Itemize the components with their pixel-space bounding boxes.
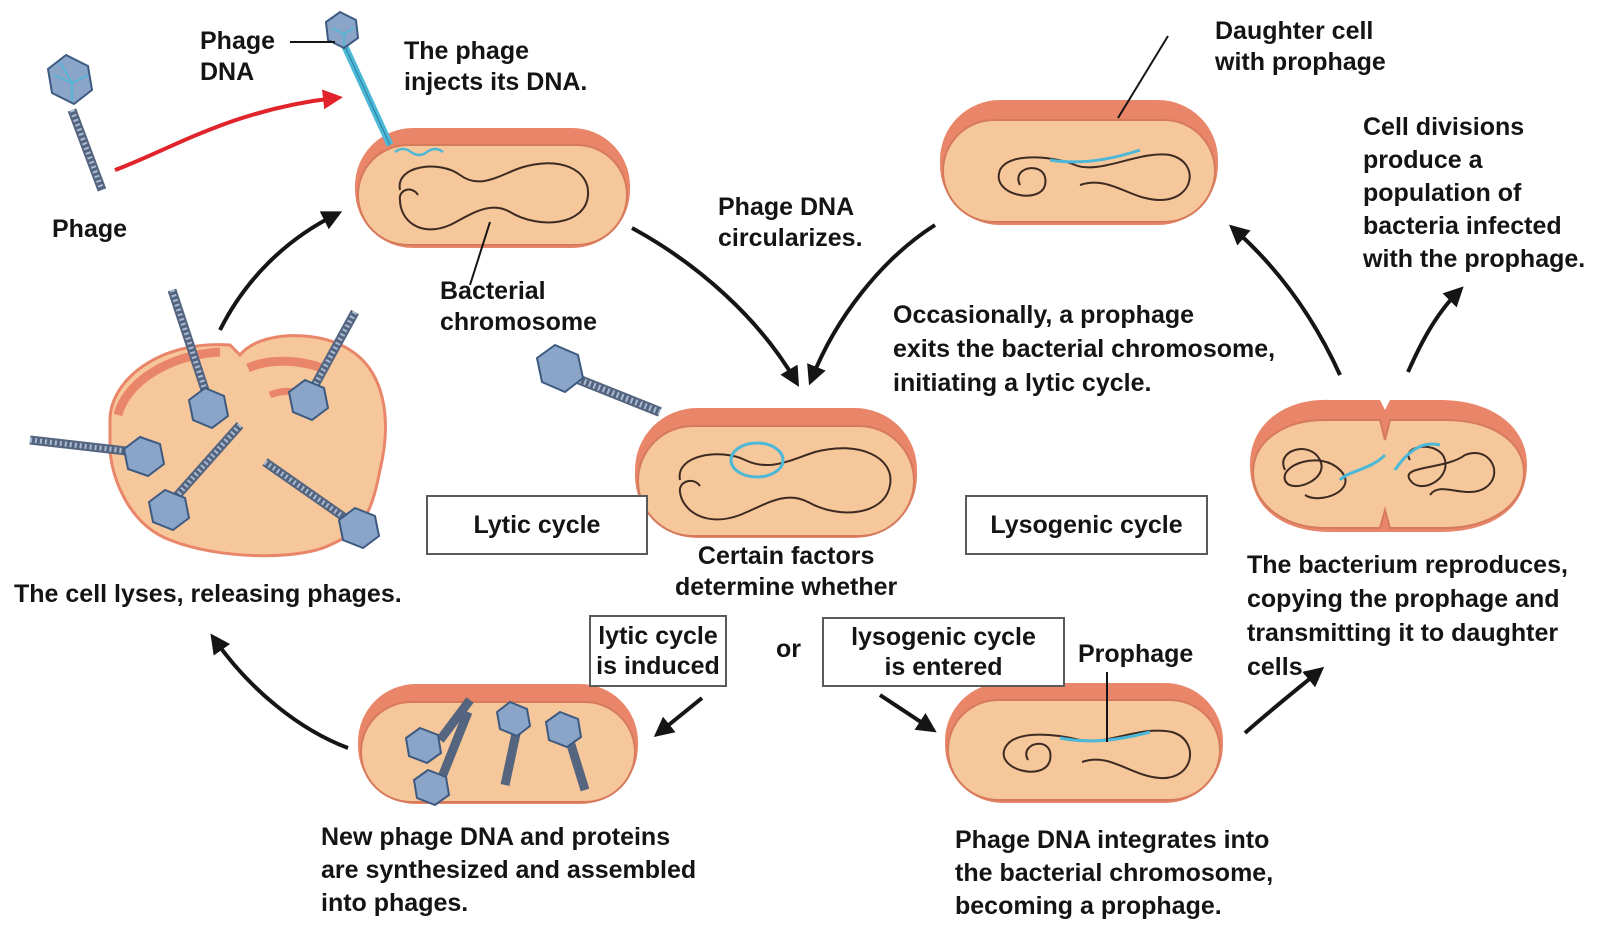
label-phage-dna: Phage DNA [200,26,275,88]
label-or: or [776,633,801,665]
label-occasionally: Occasionally, a prophage exits the bacte… [893,298,1275,400]
arrow-lysogenic-entered [880,695,930,728]
arrow-to-cell-injection [220,215,335,330]
cell-dividing [1250,400,1527,532]
arrow-lytic-induced [660,698,702,732]
box-lytic-induced: lytic cycle is induced [589,615,727,687]
label-new-phage: New phage DNA and proteins are synthesiz… [321,821,696,920]
label-lyses: The cell lyses, releasing phages. [14,578,402,610]
cell-daughter [940,100,1218,225]
box-lytic-cycle: Lytic cycle [426,495,648,555]
drifting-phage-icon [537,345,660,412]
box-lysogenic-entered: lysogenic cycle is entered [822,617,1065,687]
free-phage-icon [48,55,102,190]
cell-assembly [358,684,638,805]
label-circularizes: Phage DNA circularizes. [718,192,863,254]
label-reproduces: The bacterium reproduces, copying the pr… [1247,548,1568,684]
label-daughter-cell: Daughter cell with prophage [1215,16,1386,78]
label-prophage: Prophage [1078,638,1193,670]
box-lysogenic-cycle: Lysogenic cycle [965,495,1208,555]
label-bacterial-chromosome: Bacterial chromosome [440,276,597,338]
cell-center [635,408,917,538]
cell-prophage [945,683,1223,803]
infection-arrow [115,98,335,170]
arrow-to-lysis [215,640,348,748]
label-integrates: Phage DNA integrates into the bacterial … [955,824,1273,923]
label-phage: Phage [52,213,127,245]
cell-injection [355,128,630,248]
injecting-phage-icon [326,12,390,145]
label-certain-factors: Certain factors determine whether [675,541,897,603]
arrow-cell-divisions [1408,292,1458,372]
label-cell-divisions: Cell divisions produce a population of b… [1363,111,1585,276]
released-phage-icon [30,437,164,476]
label-injects: The phage injects its DNA. [404,36,587,98]
